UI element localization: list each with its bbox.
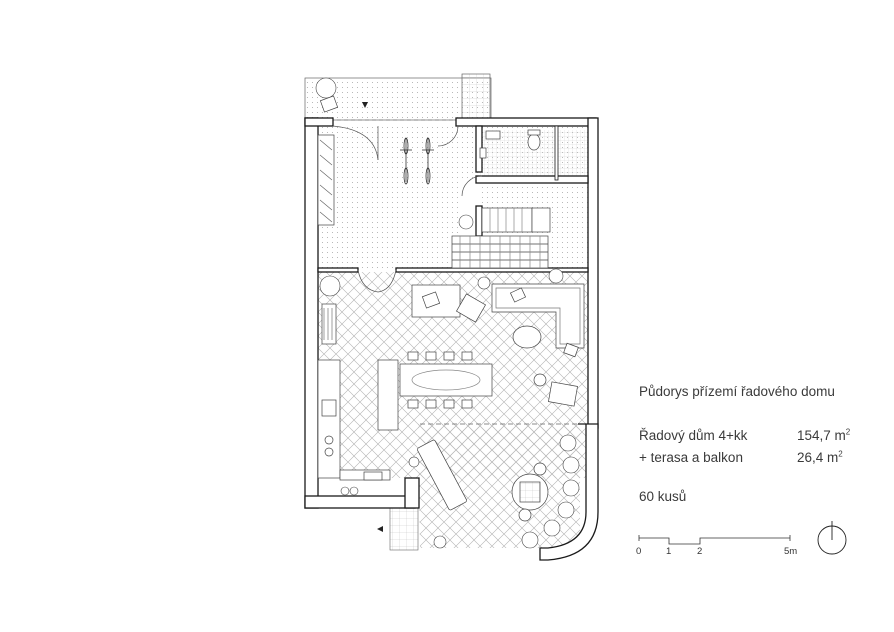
terrace-arrow-icon [377, 526, 383, 532]
area-row-terrace: + terasa a balkon 26,4 m2 [639, 450, 843, 465]
area-value: 154,7 m2 [797, 427, 851, 443]
sun-lounger [417, 439, 467, 511]
doors [332, 125, 483, 293]
armchair [411, 284, 578, 407]
staircase [451, 207, 551, 269]
scale-label-5m: 5m [784, 546, 798, 557]
terrace-table [511, 462, 549, 522]
plan-title: Půdorys přízemí řadového domu [639, 384, 835, 399]
plant-icons [315, 77, 580, 549]
sofa [491, 283, 585, 358]
north-arrow-icon [817, 521, 847, 555]
scale-label-1: 1 [666, 546, 672, 557]
porch-bench [319, 95, 339, 113]
scale-bar [638, 535, 791, 545]
area-label: + terasa a balkon [639, 450, 743, 465]
scale-label-0: 0 [636, 546, 642, 557]
kitchen-counter [317, 303, 391, 481]
area-label: Řadový dům 4+kk [639, 428, 748, 443]
walls [304, 117, 599, 561]
terrace-floor [418, 424, 580, 548]
bicycle-icon [400, 137, 434, 185]
entrance-arrow-icon [362, 102, 368, 108]
wardrobe [317, 134, 335, 226]
unit-count: 60 kusů [639, 489, 687, 504]
wc-room [479, 129, 541, 159]
scale-label-2: 2 [697, 546, 703, 557]
area-value: 26,4 m2 [797, 449, 843, 465]
area-row-house: Řadový dům 4+kk 154,7 m2 [639, 428, 850, 443]
front-porch [304, 73, 492, 123]
dining-table [377, 351, 493, 431]
